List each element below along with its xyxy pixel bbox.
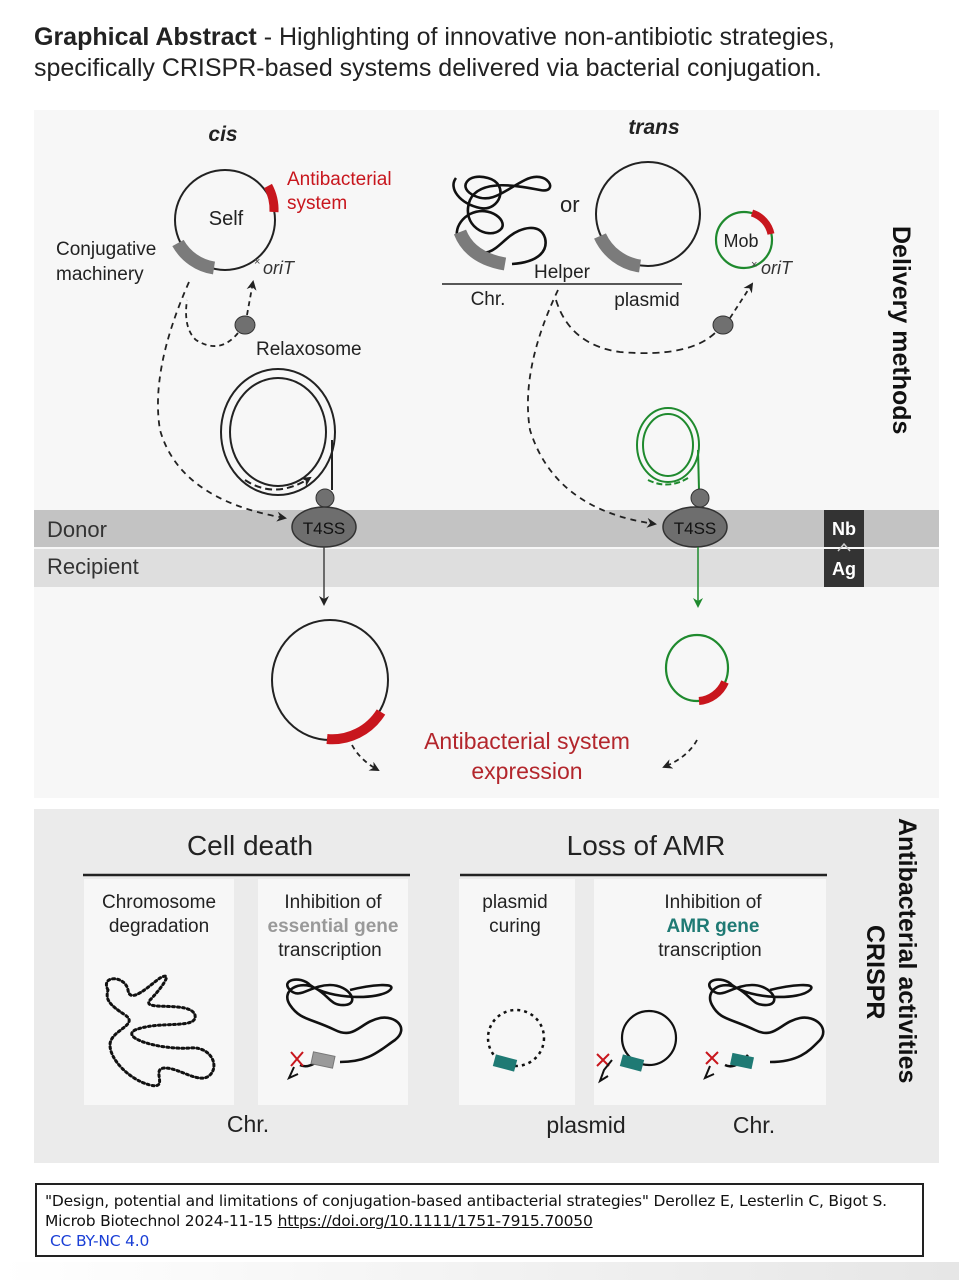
- citation-box: "Design, potential and limitations of co…: [35, 1183, 924, 1257]
- conjugative-label-line2: machinery: [56, 264, 144, 285]
- trans-t4ss-label: T4SS: [674, 519, 717, 538]
- plasmid-curing-line1: plasmid: [482, 892, 547, 913]
- plasmid-curing-card: [459, 879, 575, 1105]
- antibacterial-label-line2: system: [287, 193, 347, 214]
- essential-inhibition-line2: essential gene: [268, 916, 399, 937]
- helper-label: Helper: [534, 262, 591, 283]
- trans-transfer-arrow: [527, 289, 657, 528]
- trans-relaxosome-icon: [712, 315, 734, 335]
- antibacterial-label-line1: Antibacterial: [287, 169, 392, 190]
- trans-recipient-mob-plasmid: [664, 633, 730, 705]
- cis-t4ss-label: T4SS: [303, 519, 346, 538]
- trans-title: trans: [628, 116, 679, 139]
- doi-link[interactable]: https://doi.org/10.1111/1751-7915.70050: [277, 1212, 593, 1230]
- crispr-side-label: CRISPR: [861, 925, 889, 1019]
- trans-relaxosome-arrow: [729, 282, 754, 319]
- amr-inhibition-line2: AMR gene: [667, 916, 760, 937]
- conjugative-label-line1: Conjugative: [56, 239, 156, 260]
- self-label: Self: [209, 208, 244, 230]
- bottom-shade: [0, 1262, 959, 1280]
- self-plasmid: Self: [172, 169, 279, 275]
- loss-amr-title: Loss of AMR: [567, 830, 726, 861]
- essential-inhibition-line3: transcription: [278, 940, 382, 961]
- cis-loop-dash: [185, 299, 239, 347]
- chromosome-amr-gene-icon: [703, 978, 825, 1080]
- license-link[interactable]: CC BY-NC 4.0: [50, 1232, 150, 1250]
- amr-inhibition-line3: transcription: [658, 940, 762, 961]
- cis-relaxosome-arrow: [246, 280, 257, 316]
- recipient-label: Recipient: [47, 554, 139, 579]
- trans-t4ss: T4SS: [662, 488, 728, 548]
- antibacterial-activities-side-label: Antibacterial activities: [893, 818, 921, 1083]
- cis-ssdna-coil: [220, 368, 336, 496]
- cis-recipient-plasmid: [271, 619, 389, 745]
- cell-death-title: Cell death: [187, 830, 313, 861]
- cured-plasmid-icon: [486, 1008, 546, 1072]
- degraded-chromosome-icon: [104, 974, 216, 1088]
- nb-label: Nb: [832, 519, 856, 539]
- essential-inhibition-line1: Inhibition of: [284, 892, 382, 913]
- plasmid-curing-line2: curing: [489, 916, 541, 937]
- trans-chromosome-icon: [452, 175, 552, 271]
- caption-bold: Graphical Abstract: [34, 23, 257, 51]
- delivery-methods-side-label: Delivery methods: [887, 226, 915, 434]
- chromosome-degradation-line1: Chromosome: [102, 892, 216, 913]
- trans-helper-plasmid: [594, 161, 701, 273]
- conjugative-machinery-block: [172, 239, 216, 275]
- recipient-membrane-band: [34, 549, 939, 587]
- loss-amr-footer-chr: Chr.: [733, 1112, 775, 1138]
- ag-box: [824, 549, 864, 587]
- orit-mark-icon: ×: [254, 256, 260, 268]
- trans-orit-label: oriT: [761, 258, 794, 278]
- trans-ssdna-coil: [636, 407, 700, 491]
- plasmid-label: plasmid: [614, 290, 679, 311]
- ag-label: Ag: [832, 559, 856, 579]
- donor-membrane-band: [34, 510, 939, 547]
- amr-inhibition-line1: Inhibition of: [664, 892, 762, 913]
- citation-text: "Design, potential and limitations of co…: [45, 1192, 887, 1230]
- mob-plasmid: Mob: [714, 209, 775, 270]
- cis-title: cis: [208, 123, 237, 146]
- or-label: or: [560, 192, 580, 217]
- expression-label-line2: expression: [471, 758, 582, 784]
- delivery-methods-panel: [34, 110, 939, 798]
- chromosome-essential-gene-icon: [286, 978, 403, 1080]
- mob-label: Mob: [723, 231, 758, 251]
- cis-t4ss: T4SS: [291, 488, 357, 548]
- loss-amr-footer-plasmid: plasmid: [546, 1112, 625, 1138]
- caption-text: - Highlighting of innovative non-antibio…: [34, 23, 835, 82]
- cis-relaxosome-icon: [234, 315, 256, 335]
- expression-label-line1: Antibacterial system: [424, 728, 630, 754]
- cis-transfer-arrow: [157, 281, 287, 522]
- cis-expression-arrow: [351, 744, 380, 771]
- nb-ag-bond-icon: [837, 542, 851, 552]
- figure-caption: Graphical Abstract - Highlighting of inn…: [34, 22, 934, 84]
- relaxosome-label: Relaxosome: [256, 339, 362, 360]
- donor-label: Donor: [47, 517, 107, 542]
- trans-helper-to-relaxosome-dash: [555, 299, 717, 355]
- chr-label: Chr.: [471, 289, 506, 310]
- trans-orit-mark-icon: ×: [751, 259, 757, 271]
- nb-box: [824, 510, 864, 547]
- cell-death-footer: Chr.: [227, 1111, 269, 1137]
- plasmid-amr-gene-icon: [596, 1009, 678, 1084]
- antibacterial-system-block: [263, 183, 279, 213]
- cis-orit-label: oriT: [263, 258, 296, 278]
- chromosome-degradation-line2: degradation: [109, 916, 209, 937]
- trans-expression-arrow: [662, 739, 698, 769]
